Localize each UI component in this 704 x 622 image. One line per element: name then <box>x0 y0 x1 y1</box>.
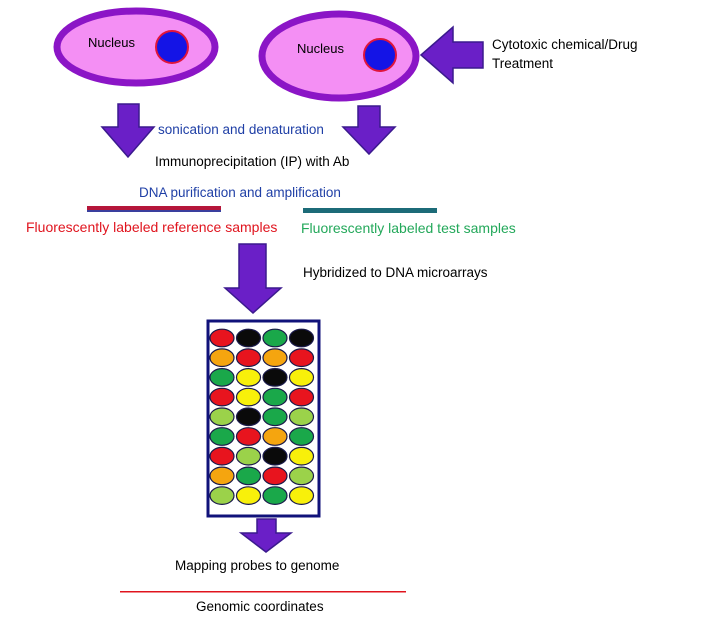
microarray-spot <box>262 328 288 348</box>
genomic-divider-line <box>120 591 406 593</box>
nucleus-right <box>363 38 397 72</box>
microarray-spot <box>288 427 315 446</box>
treatment-arrow <box>419 25 484 85</box>
purification-label: DNA purification and amplification <box>139 185 341 200</box>
microarray-spot <box>209 328 235 348</box>
coordinates-label: Genomic coordinates <box>196 599 324 614</box>
microarray-spot <box>262 446 288 466</box>
test-samples-label: Fluorescently labeled test samples <box>301 220 516 236</box>
down-arrow-right <box>341 105 397 156</box>
nucleus-left-label: Nucleus <box>88 35 135 50</box>
microarray-spot <box>288 368 315 387</box>
microarray-spot <box>209 407 235 427</box>
microarray-spot <box>288 466 315 486</box>
microarray-spot <box>262 486 288 506</box>
microarray-spot <box>235 486 262 506</box>
microarray-spot <box>209 486 235 506</box>
nucleus-left <box>155 30 189 64</box>
microarray-spot <box>262 348 288 368</box>
cell-right: Nucleus <box>258 10 420 102</box>
microarray-spot <box>235 348 262 368</box>
hybridized-label: Hybridized to DNA microarrays <box>303 265 488 280</box>
nucleus-right-label: Nucleus <box>297 41 344 56</box>
microarray-spot <box>235 328 262 348</box>
reference-samples-label: Fluorescently labeled reference samples <box>26 219 277 235</box>
microarray-spot <box>288 486 315 506</box>
microarray-spot <box>262 427 288 446</box>
immunoprecipitation-label: Immunoprecipitation (IP) with Ab <box>155 154 349 169</box>
microarray-spot <box>288 348 315 368</box>
reference-sample-line <box>87 206 221 210</box>
microarray-spot <box>209 348 235 368</box>
cell-left: Nucleus <box>53 7 219 87</box>
microarray-spot <box>209 387 235 407</box>
microarray-spot <box>209 466 235 486</box>
mapping-label: Mapping probes to genome <box>175 558 339 573</box>
microarray-spot <box>288 446 315 466</box>
microarray-spot <box>262 466 288 486</box>
microarray-spot <box>235 407 262 427</box>
sonication-label: sonication and denaturation <box>158 122 324 137</box>
microarray-spot <box>235 368 262 387</box>
cell-right-membrane <box>258 10 420 102</box>
microarray-spot <box>288 328 315 348</box>
down-arrow-hybridize <box>223 243 283 315</box>
reference-sample-line-shade <box>87 210 221 212</box>
microarray-spot <box>262 407 288 427</box>
microarray-spot <box>209 446 235 466</box>
microarray-spot <box>235 446 262 466</box>
microarray-spot <box>235 387 262 407</box>
test-sample-line <box>303 208 437 213</box>
microarray-spot <box>235 466 262 486</box>
microarray-spot <box>262 368 288 387</box>
microarray-spot <box>262 387 288 407</box>
microarray-spot <box>288 407 315 427</box>
microarray-spot <box>288 387 315 407</box>
down-arrow-left <box>100 103 156 159</box>
microarray-spot <box>235 427 262 446</box>
cell-left-membrane <box>53 7 219 87</box>
treatment-label-line1: Cytotoxic chemical/Drug <box>492 37 638 52</box>
microarray-spots <box>209 328 315 506</box>
microarray-spot <box>209 427 235 446</box>
down-arrow-mapping <box>238 518 294 553</box>
treatment-label-line2: Treatment <box>492 56 553 71</box>
microarray-spot <box>209 368 235 387</box>
